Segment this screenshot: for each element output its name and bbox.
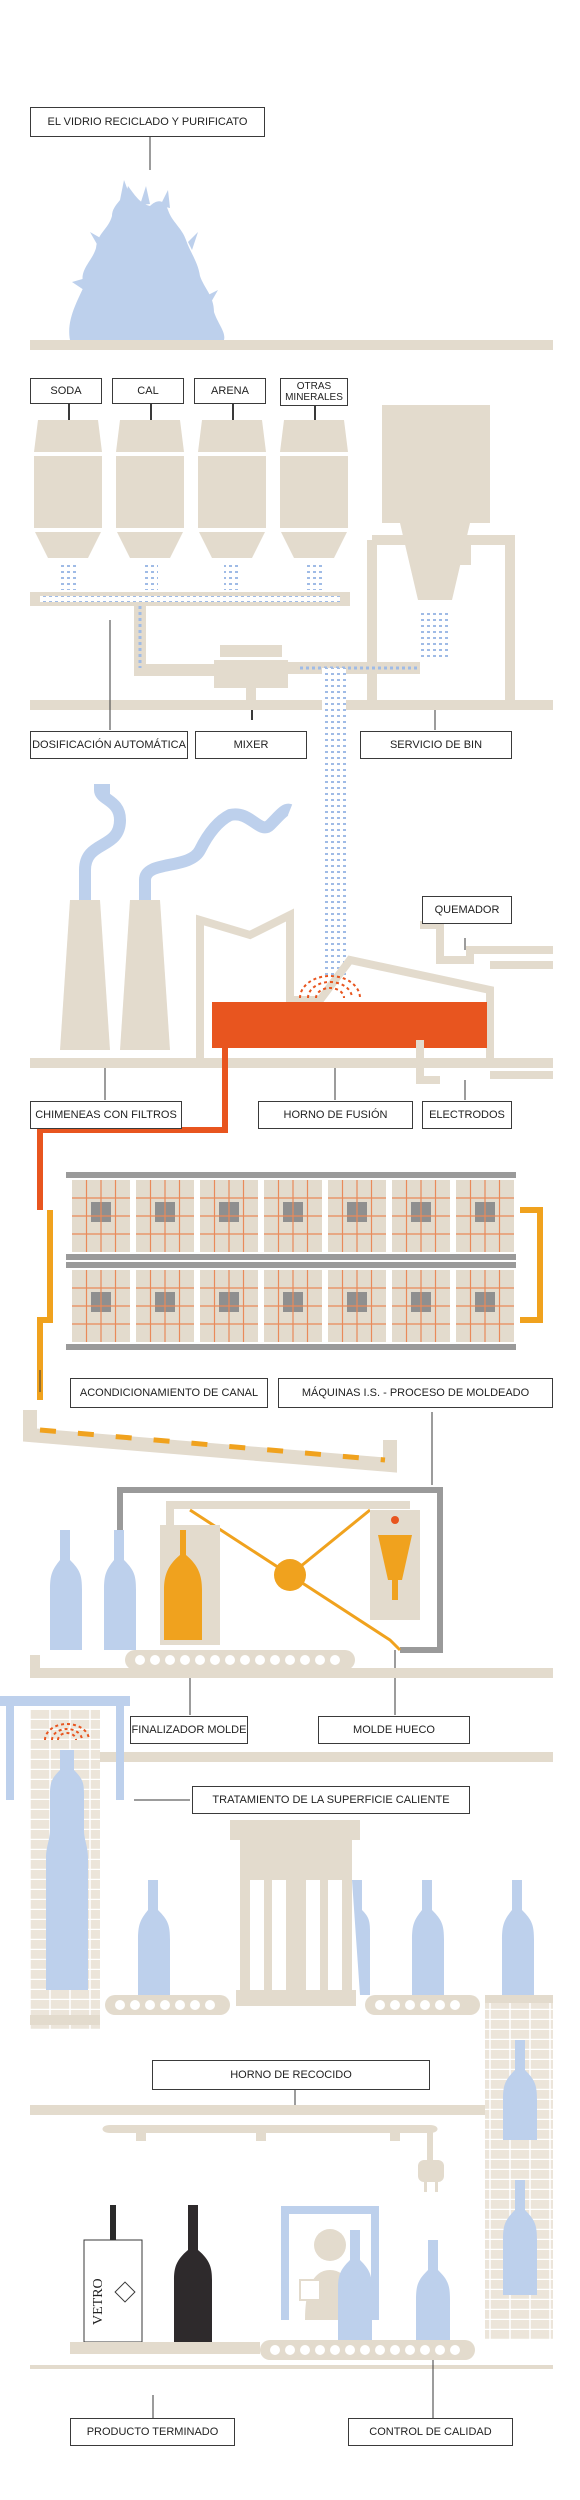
glass-flow-channel: [37, 1048, 543, 1400]
silo-otras-minerales: [280, 400, 348, 590]
bottle-in-tunnel: [46, 1750, 88, 1990]
batch-feed-column: [322, 668, 346, 978]
label-chimeneas: CHIMENEAS CON FILTROS: [30, 1101, 182, 1129]
conditioning-unit: [392, 1180, 450, 1252]
conditioning-unit: [328, 1180, 386, 1252]
dosing-conveyor: [30, 592, 350, 676]
conditioning-unit: [72, 1270, 130, 1342]
label-producto-terminado: PRODUCTO TERMINADO: [70, 2418, 235, 2446]
floor-line: [30, 340, 553, 350]
qc-inspection-station: [260, 2206, 475, 2360]
label-horno-fusion: HORNO DE FUSIÓN: [258, 1101, 413, 1129]
label-tratamiento: TRATAMIENTO DE LA SUPERFICIE CALIENTE: [192, 1786, 470, 1814]
coating-spray: [44, 1723, 90, 1741]
label-acondicionamiento: ACONDICIONAMIENTO DE CANAL: [70, 1378, 268, 1408]
label-electrodos: ELECTRODOS: [422, 1101, 512, 1129]
silos: [34, 400, 348, 590]
conditioning-unit: [456, 1270, 514, 1342]
grid-rail: [66, 1172, 516, 1178]
molten-glass-bath: [212, 1002, 487, 1048]
silo-cal: [116, 400, 184, 590]
label-servicio-bin: SERVICIO DE BIN: [360, 731, 512, 759]
conditioning-unit: [136, 1270, 194, 1342]
burner-electrode-piping: [416, 921, 553, 1084]
burner-flame: [299, 975, 361, 999]
forehearth-conditioning-grid: [66, 1172, 516, 1350]
floor-line-5: [30, 1752, 553, 1762]
conditioning-unit: [392, 1270, 450, 1342]
conditioning-unit: [200, 1180, 258, 1252]
finished-product: VETRO: [70, 2205, 260, 2354]
floor-line-4: [30, 1668, 553, 1678]
is-machine: [117, 1487, 443, 1715]
label-dosificacion: DOSIFICACIÓN AUTOMÁTICA: [30, 731, 188, 759]
label-otras-minerales: OTRAS MINERALES: [280, 378, 348, 406]
bin-service: [286, 405, 515, 700]
conditioning-unit: [72, 1180, 130, 1252]
label-recycled-glass: EL VIDRIO RECICLADO Y PURIFICATO: [30, 107, 265, 137]
label-finalizador: FINALIZADOR MOLDE: [130, 1716, 248, 1744]
label-horno-recocido: HORNO DE RECOCIDO: [152, 2060, 430, 2090]
mixer: [214, 645, 288, 720]
package-brand-text: VETRO: [91, 2278, 106, 2325]
label-arena: ARENA: [194, 378, 266, 404]
floor-line-6: [30, 2105, 485, 2115]
blue-bottles-row-1: [50, 1530, 136, 1650]
label-maquinas-is: MÁQUINAS I.S. - PROCESO DE MOLDEADO: [278, 1378, 553, 1408]
conditioning-unit: [264, 1270, 322, 1342]
recycled-glass-pile: [69, 180, 225, 340]
label-molde-hueco: MOLDE HUECO: [318, 1716, 470, 1744]
conditioning-unit: [264, 1180, 322, 1252]
grid-rail: [66, 1254, 516, 1260]
grid-rail: [66, 1262, 516, 1268]
floor-line-2: [30, 700, 553, 710]
blue-bottles-row-2: [138, 1880, 534, 1995]
label-cal: CAL: [112, 378, 184, 404]
floor-line-3: [30, 1058, 553, 1068]
label-quemador: QUEMADOR: [422, 896, 512, 924]
grid-rail: [66, 1344, 516, 1350]
conditioning-unit: [200, 1270, 258, 1342]
conditioning-unit: [136, 1180, 194, 1252]
label-control-calidad: CONTROL DE CALIDAD: [348, 2418, 513, 2446]
annealing-lehr: [230, 1820, 360, 2006]
chimneys: [60, 784, 293, 1050]
label-soda: SODA: [30, 378, 102, 404]
blow-mould: [370, 1510, 420, 1620]
belt-rollers: [135, 1655, 340, 1665]
silo-soda: [34, 400, 102, 590]
blank-mould: [160, 1525, 220, 1645]
right-elevator-tower: [485, 1995, 553, 2340]
overhead-rail: [102, 2125, 444, 2192]
silo-arena: [198, 400, 266, 590]
lehr-conveyors: [105, 1995, 480, 2015]
conditioning-unit: [456, 1180, 514, 1252]
conditioning-unit: [328, 1270, 386, 1342]
label-mixer: MIXER: [195, 731, 307, 759]
furnace-building: [196, 908, 494, 1060]
gob-conveyor: [23, 1410, 433, 1485]
hot-end-coating-tunnel: [0, 1696, 190, 2030]
